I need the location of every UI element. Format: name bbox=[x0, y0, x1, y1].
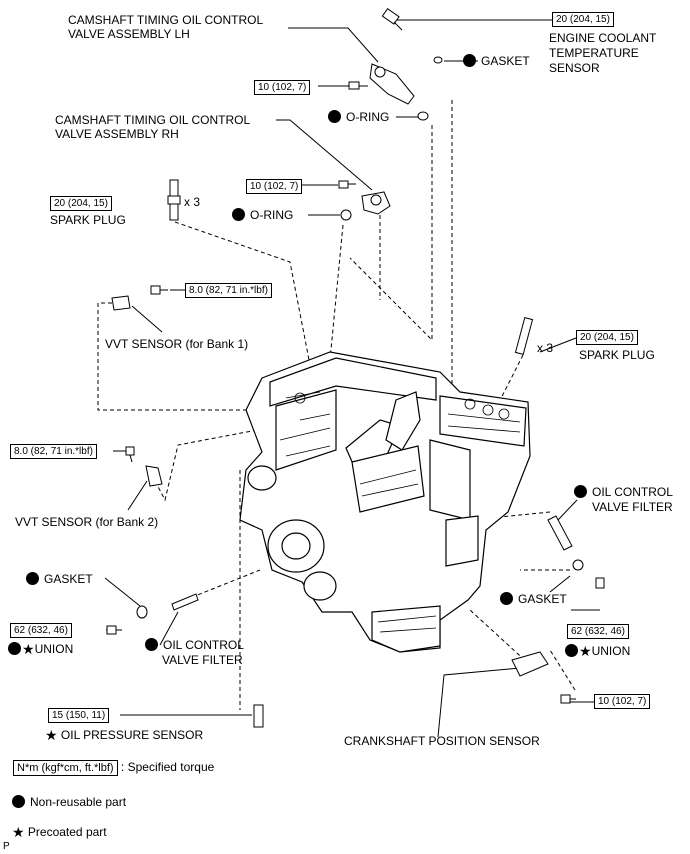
bolts bbox=[106, 81, 605, 704]
union-left-label: ★UNION bbox=[8, 642, 73, 656]
ect-sensor bbox=[381, 8, 403, 31]
cam-lh-bolt-torque-box: 10 (102, 7) bbox=[254, 80, 311, 95]
precoated-star-icon: ★ bbox=[22, 641, 35, 657]
spark-right-x3: x 3 bbox=[537, 341, 554, 355]
non-reusable-dot-icon bbox=[565, 644, 578, 657]
oring-1-label: O-RING bbox=[328, 110, 389, 124]
non-reusable-dot-icon bbox=[26, 572, 39, 585]
oil-pressure-torque-box: 15 (150, 11) bbox=[48, 708, 110, 723]
precoated-star-icon: ★ bbox=[45, 727, 58, 743]
ocv-filter-left-label-line2: VALVE FILTER bbox=[162, 653, 243, 667]
legend-nonreusable: Non-reusable part bbox=[12, 795, 126, 809]
non-reusable-dot-icon bbox=[574, 485, 587, 498]
union-right-torque-box: 62 (632, 46) bbox=[567, 624, 629, 639]
spark-left-torque-box: 20 (204, 15) bbox=[50, 196, 112, 211]
non-reusable-dot-icon bbox=[500, 592, 513, 605]
legend-precoated: ★ Precoated part bbox=[12, 824, 107, 840]
vvt1-torque-box: 8.0 (82, 71 in.*lbf) bbox=[185, 283, 272, 298]
legend-torque-desc: : Specified torque bbox=[120, 760, 215, 774]
cam-rh-label-line2: VALVE ASSEMBLY RH bbox=[55, 127, 179, 141]
cam-rh-label-line1: CAMSHAFT TIMING OIL CONTROL bbox=[55, 113, 251, 127]
non-reusable-dot-icon bbox=[463, 54, 476, 67]
gasket-right-label: GASKET bbox=[500, 592, 567, 606]
engine-block bbox=[239, 351, 531, 653]
cam-rh-bolt-torque-box: 10 (102, 7) bbox=[246, 179, 303, 194]
vvt2-torque-box: 8.0 (82, 71 in.*lbf) bbox=[10, 444, 97, 459]
ocv-filter-left-label: OIL CONTROL bbox=[145, 638, 244, 652]
spark-right-torque-box: 20 (204, 15) bbox=[576, 330, 638, 345]
ect-label-line1: ENGINE COOLANT bbox=[549, 31, 657, 45]
spark-left-label: SPARK PLUG bbox=[50, 213, 126, 227]
small-gaskets-orings bbox=[136, 56, 584, 619]
sensors-misc bbox=[111, 295, 573, 728]
legend-torque: N*m (kgf*cm, ft.*lbf) : Specified torque bbox=[13, 760, 215, 776]
cam-lh-label-line2: VALVE ASSEMBLY LH bbox=[68, 27, 190, 41]
cam-rh-valve bbox=[361, 191, 391, 215]
corner-mark: P bbox=[3, 841, 10, 852]
spark-right-label: SPARK PLUG bbox=[579, 348, 655, 362]
spark-left-x3: x 3 bbox=[184, 195, 201, 209]
gasket-left-label: GASKET bbox=[26, 572, 93, 586]
oil-pressure-label: ★ OIL PRESSURE SENSOR bbox=[45, 727, 204, 743]
precoated-star-icon: ★ bbox=[579, 643, 592, 659]
crank-bolt-torque-box: 10 (102, 7) bbox=[594, 694, 651, 709]
ect-label-line3: SENSOR bbox=[549, 61, 600, 75]
union-right-label: ★UNION bbox=[565, 644, 630, 658]
non-reusable-dot-icon bbox=[8, 642, 21, 655]
ect-torque-box: 20 (204, 15) bbox=[552, 12, 614, 27]
vvt1-label: VVT SENSOR (for Bank 1) bbox=[105, 337, 249, 351]
ect-label-line2: TEMPERATURE bbox=[549, 46, 639, 60]
non-reusable-dot-icon bbox=[12, 795, 25, 808]
precoated-star-icon: ★ bbox=[12, 824, 25, 840]
non-reusable-dot-icon bbox=[328, 110, 341, 123]
spark-plugs bbox=[167, 179, 534, 356]
vvt2-label: VVT SENSOR (for Bank 2) bbox=[15, 515, 159, 529]
ocv-filter-right-label: OIL CONTROL bbox=[574, 485, 673, 499]
cam-lh-label-line1: CAMSHAFT TIMING OIL CONTROL bbox=[68, 13, 264, 27]
crank-sensor-label: CRANKSHAFT POSITION SENSOR bbox=[344, 734, 540, 748]
oring-2-label: O-RING bbox=[232, 208, 293, 222]
non-reusable-dot-icon bbox=[232, 208, 245, 221]
union-left-torque-box: 62 (632, 46) bbox=[10, 623, 72, 638]
cam-lh-valve bbox=[369, 63, 415, 105]
non-reusable-dot-icon bbox=[145, 638, 158, 651]
ocv-filter-right-label-line2: VALVE FILTER bbox=[592, 500, 673, 514]
legend-torque-unit-box: N*m (kgf*cm, ft.*lbf) bbox=[13, 760, 118, 776]
gasket-top-label: GASKET bbox=[463, 54, 530, 68]
